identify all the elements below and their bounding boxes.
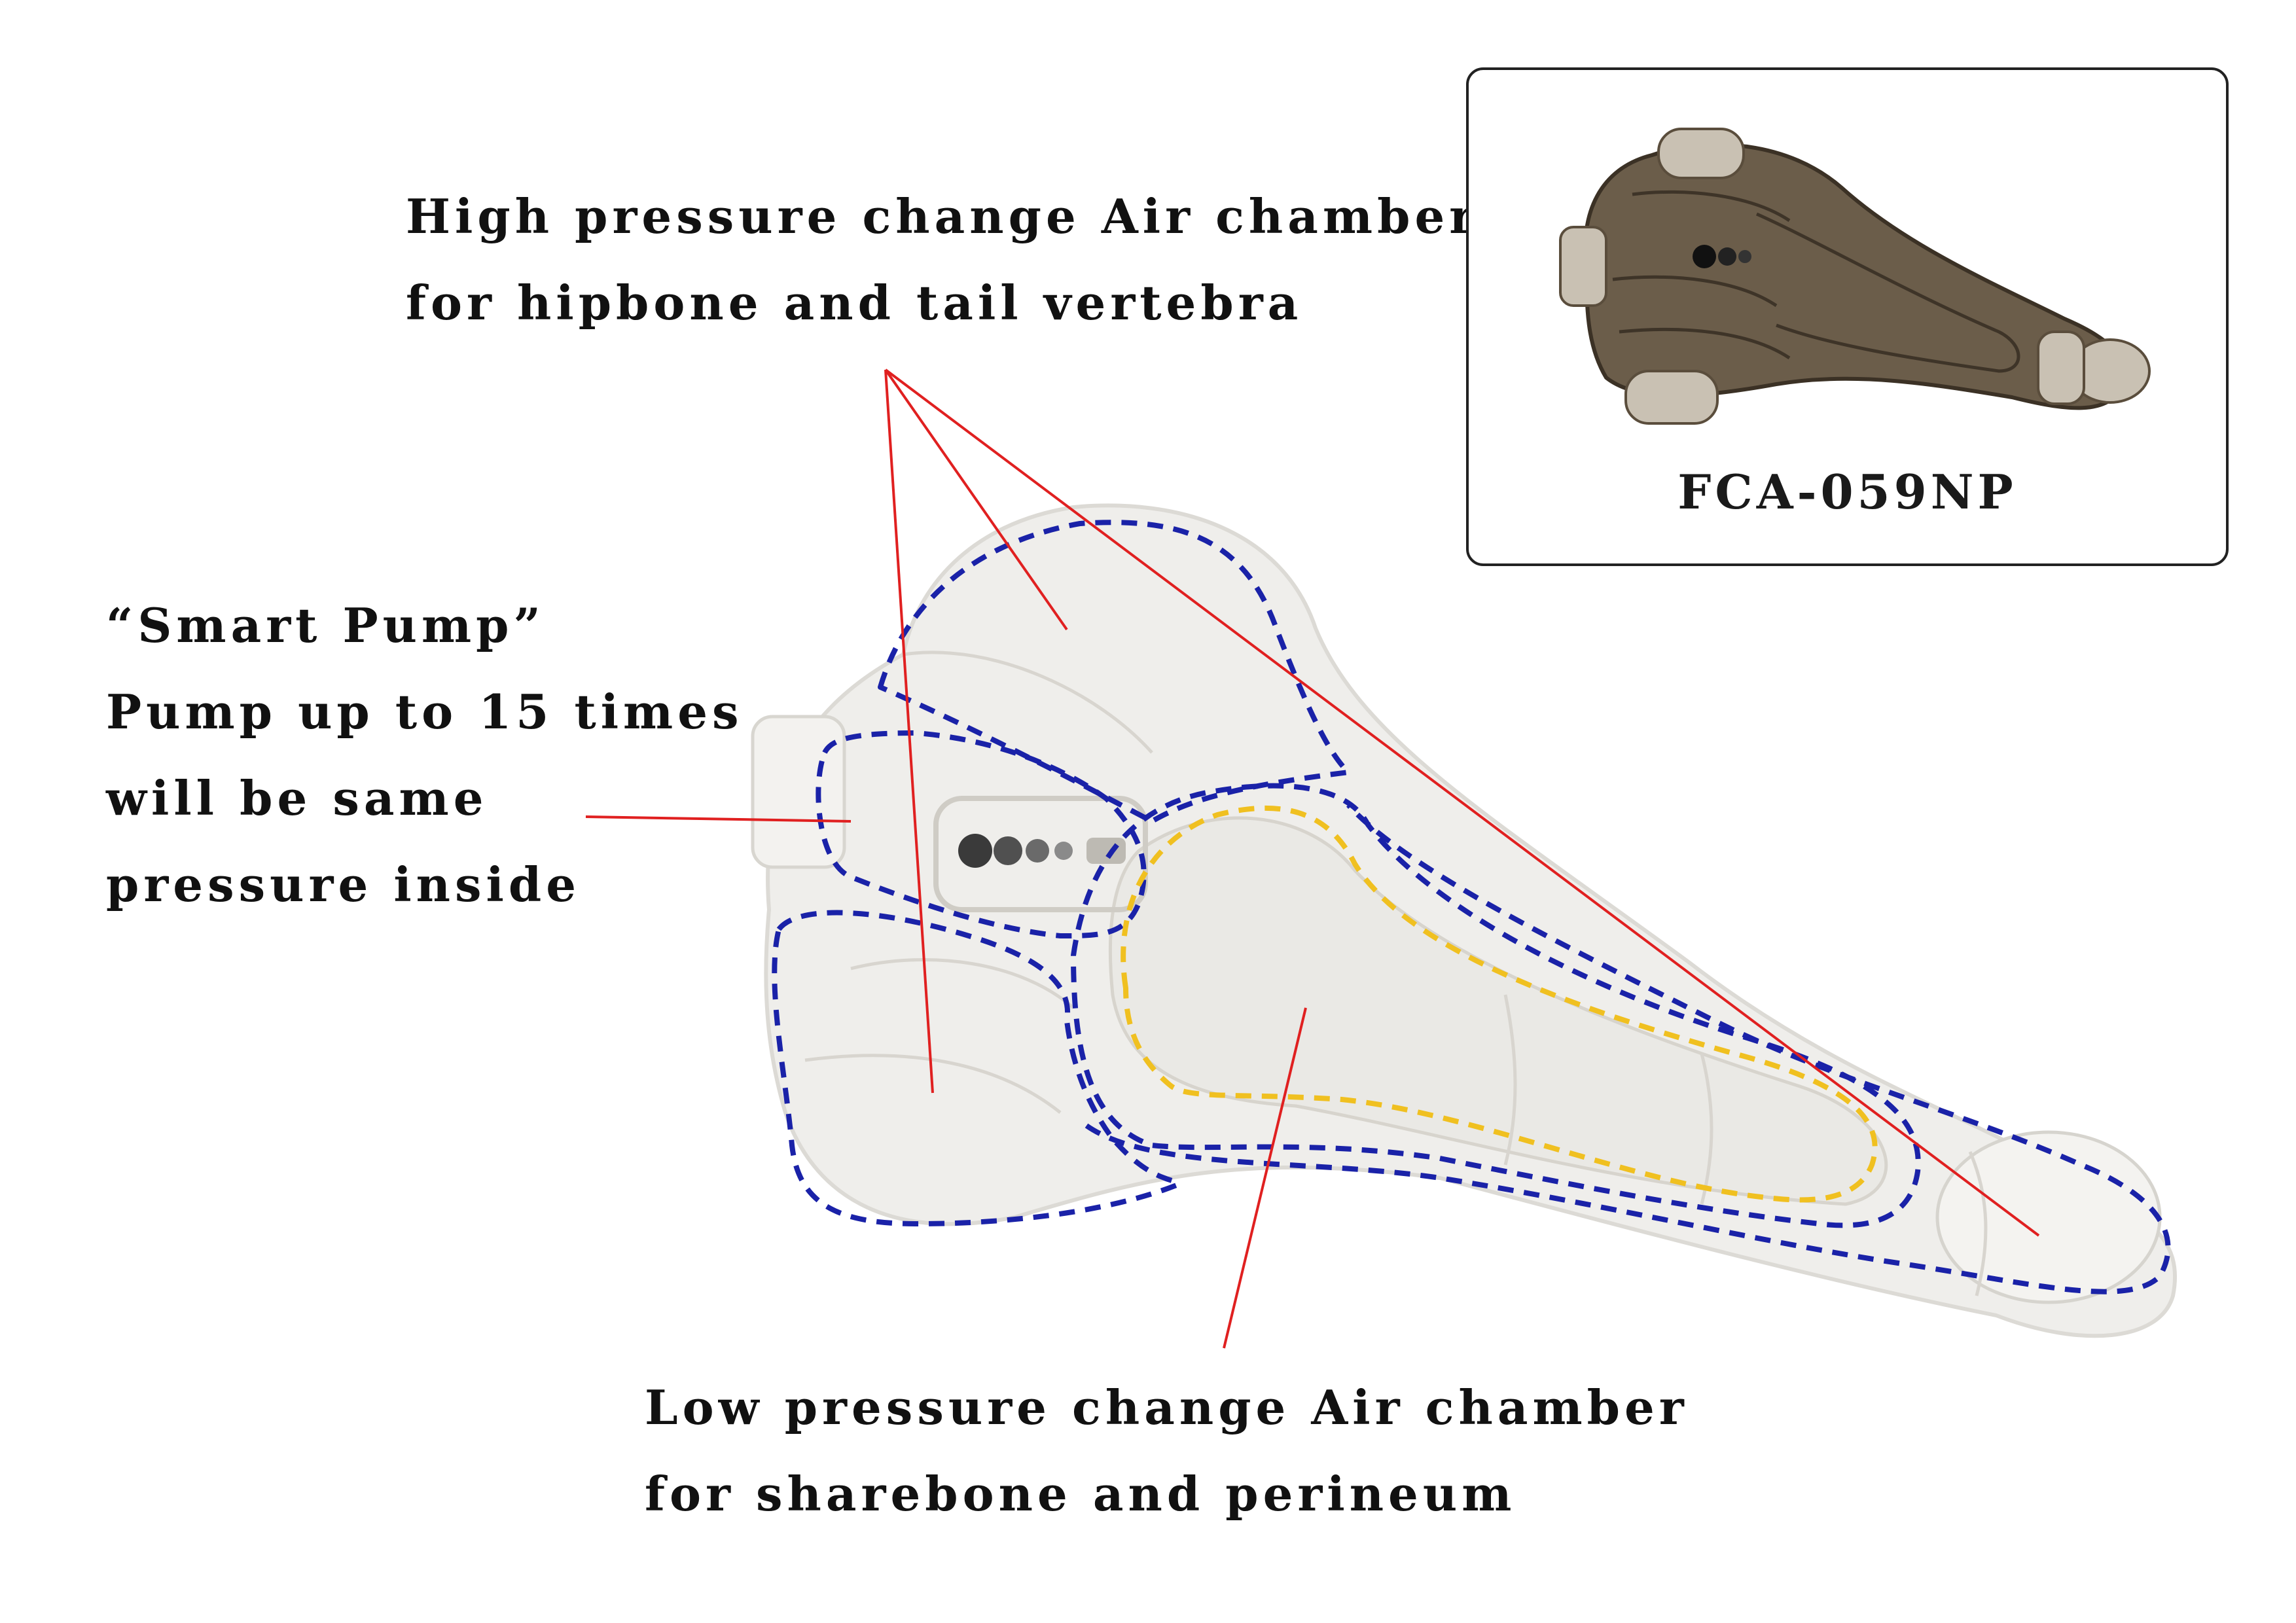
- saddle-ridges: [804, 651, 1988, 1296]
- saddle-illustration: [751, 503, 2178, 1338]
- high-chamber-rear-right: [772, 910, 1181, 1226]
- smart-pump-label: “Smart Pump” Pump up to 15 times will be…: [106, 582, 744, 928]
- thumbnail-ridges: [1612, 190, 2020, 373]
- high-chamber-rear-left: [878, 520, 1351, 824]
- low-pressure-line-2: for sharebone and perineum: [645, 1466, 1516, 1522]
- smart-pump-line-3: will be same: [106, 770, 488, 826]
- product-model-label: FCA-059NP: [1677, 464, 2017, 520]
- high-pressure-chamber-outlines: [772, 520, 2171, 1294]
- smart-pump-line-1: “Smart Pump”: [106, 597, 545, 653]
- thumbnail-valve-icon: [1693, 245, 1751, 268]
- low-pressure-chamber-outline: [1121, 806, 1878, 1203]
- smart-pump-line-4: pressure inside: [106, 857, 581, 912]
- smart-pump-line-2: Pump up to 15 times: [106, 684, 744, 740]
- low-pressure-line-1: Low pressure change Air chamber: [645, 1380, 1689, 1435]
- saddle-center-pad: [1108, 816, 1888, 1206]
- leader-lines: [585, 368, 2040, 1349]
- leader-high-to-rear-right: [884, 369, 934, 1094]
- leader-low: [1223, 1007, 1307, 1349]
- high-chamber-nose: [1071, 783, 1921, 1228]
- leader-high-to-tip: [884, 368, 2040, 1237]
- saddle-thumbnail-image: [1559, 128, 2151, 425]
- saddle-nose-pad: [751, 715, 846, 869]
- product-inset-box: FCA-059NP: [1466, 67, 2229, 566]
- high-chamber-outer: [1085, 803, 2171, 1294]
- leader-high-to-rear-left: [884, 368, 1068, 631]
- leader-pump: [585, 815, 852, 823]
- thumbnail-pads: [1559, 128, 2151, 425]
- high-pressure-chamber-label: High pressure change Air chamber for hip…: [406, 173, 1479, 346]
- pump-valve-icon: [933, 796, 1148, 912]
- high-chamber-pump: [816, 730, 1147, 938]
- high-pressure-line-2: for hipbone and tail vertebra: [406, 275, 1303, 330]
- low-pressure-chamber-label: Low pressure change Air chamber for shar…: [645, 1364, 1689, 1537]
- high-pressure-line-1: High pressure change Air chamber: [406, 188, 1479, 244]
